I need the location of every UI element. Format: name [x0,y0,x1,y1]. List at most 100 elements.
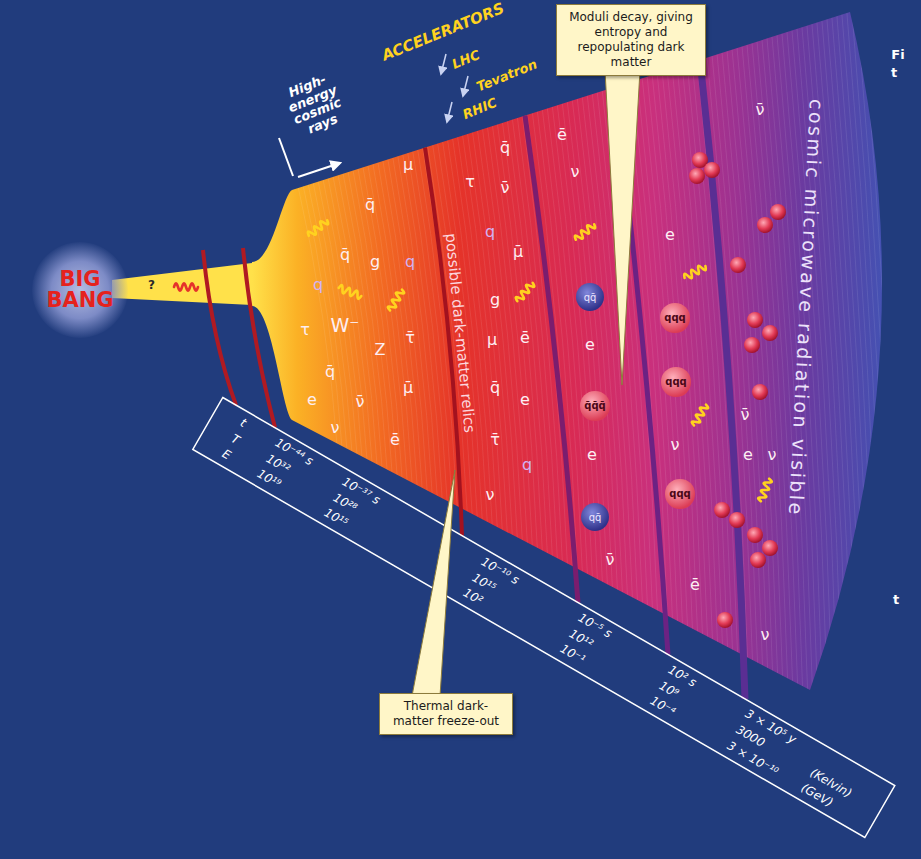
particle-symbol: g [490,291,500,309]
striation-line [836,4,878,737]
hadron-ball [744,337,760,353]
particle-symbol: ν̄ [356,393,365,411]
particle-symbol: ν̄ [756,101,765,119]
particle-symbol: g [370,253,380,271]
particle-symbol: μ̄ [403,379,413,397]
striation-line [476,119,518,549]
cropped-text: t [891,66,897,80]
big-bang-circle: BIG BANG [32,242,128,338]
striation-line [406,142,448,514]
wave-symbol [683,263,707,281]
particle-symbol: q̄ [325,363,335,381]
hadron-ball [762,325,778,341]
striation-line [571,89,613,599]
hadron-ball [717,612,733,628]
striation-line [376,151,418,497]
particle-symbol: τ̄ [405,329,415,347]
striation-line [371,153,413,495]
striation-line [846,1,888,742]
hadron-ball [770,204,786,220]
striation-line [651,63,693,641]
particle-symbol: μ [487,331,497,349]
cosmic-ray-bracket [279,138,293,176]
particle-symbol: e [587,446,597,464]
striation-line [471,121,513,547]
striation-line [361,156,403,490]
axis-value: E [220,447,233,462]
node-text: qq̄ [589,512,602,523]
node-text: qqq [664,312,685,323]
callout-pointer [605,70,640,385]
particle-symbol: q [485,223,495,241]
hadron-ball [752,384,768,400]
era-divider [700,60,745,699]
hadron-ball [747,527,763,543]
callout-box: Moduli decay, giving entropy and repopul… [556,4,706,76]
particle-symbol: W⁻ [331,315,360,336]
axis-value: t [238,416,249,430]
axis-value: T [229,432,242,447]
particle-symbol: e [520,391,530,409]
accelerator-label: RHIC [461,96,499,122]
fan-striations [296,0,918,758]
striation-line [696,49,738,664]
particle-symbol: q̄ [365,196,375,214]
striation-line [861,0,903,750]
striation-line [541,99,583,584]
striation-line [326,167,368,471]
striation-line [321,169,363,469]
striation-line [381,150,423,501]
particle-symbol: ē [557,126,567,144]
striation-line [681,54,723,657]
striation-line [751,32,793,694]
hadron-ball [757,217,773,233]
wave-symbol [515,280,536,303]
striation-line [866,0,908,753]
meson-ball: qq̄ [576,283,604,311]
particle-symbol: ν [486,486,495,504]
striation-line [876,0,918,758]
hadron-ball [689,168,705,184]
node-text: Thermal dark-matter freeze-out [386,699,506,729]
era-divider [525,116,578,603]
node-text: qqq [669,488,690,499]
accelerator-label: LHC [450,48,482,72]
node-text: qq̄ [584,292,597,303]
particle-symbol: q̄ [340,246,350,264]
particle-symbol: q̄ [500,139,510,157]
gauge-boson-waves [174,218,772,503]
striation-line [871,0,913,756]
striation-line [386,148,428,503]
callout-box: Thermal dark-matter freeze-out [379,693,513,735]
striation-line [491,115,533,558]
particle-symbol: Z [375,341,386,359]
accelerator-label: ACCELERATORS [380,0,507,64]
meson-ball: qq̄ [581,503,609,531]
baryon-ball: qqq [661,367,690,396]
striation-line [661,60,703,646]
striation-line [826,8,868,733]
particle-symbol: μ [403,156,413,174]
striation-line [501,111,543,562]
striation-line [756,30,798,696]
wave-symbol [387,288,405,312]
particle-symbol: ē [520,329,530,347]
annotation-label: High-energy cosmic rays [278,69,352,141]
node-text: q̄q̄q̄ [584,400,605,411]
wave-symbol [337,285,362,300]
particle-symbol: e [743,446,753,464]
hadron-ball [714,502,730,518]
striation-line [851,0,893,745]
accelerator-arrow [447,102,452,122]
particle-symbol: q̄ [490,379,500,397]
particle-symbol: e [307,391,317,409]
wave-symbol [306,218,329,239]
particle-symbol: τ̄ [490,431,500,449]
baryon-ball: q̄q̄q̄ [580,391,609,420]
particle-symbol: ν [671,436,680,454]
striation-line [391,146,433,505]
particle-symbol: q [522,456,532,474]
particle-symbol: ē [690,576,700,594]
striation-line [821,9,863,729]
